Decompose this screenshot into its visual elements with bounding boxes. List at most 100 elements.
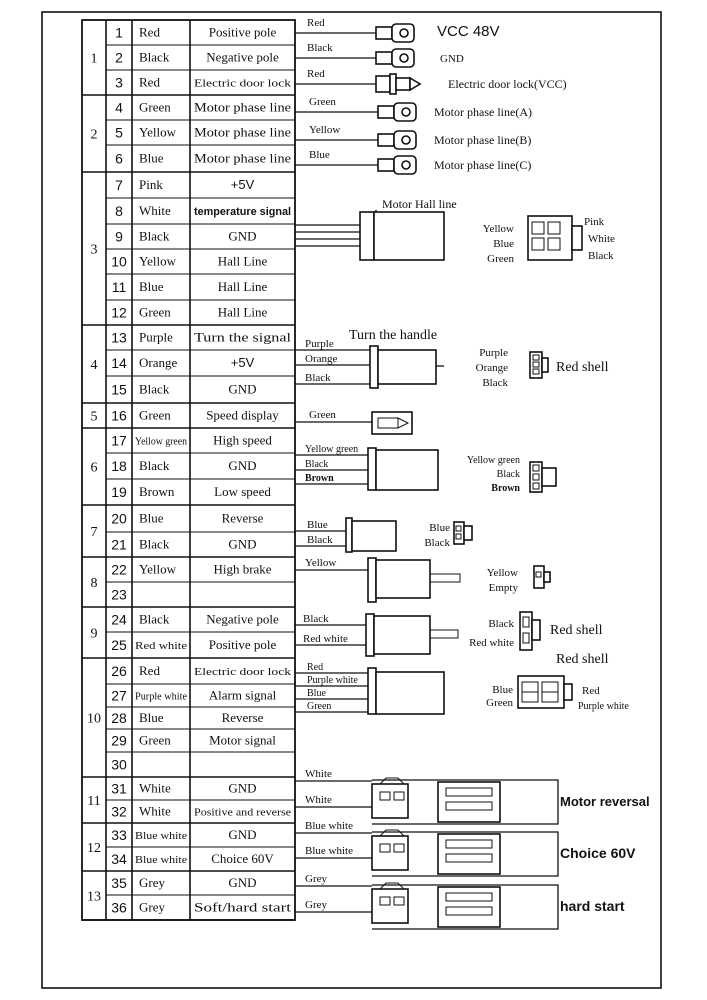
wire-color-label: Orange — [139, 355, 177, 370]
power-label: VCC 48V — [437, 23, 500, 40]
pin-number: 28 — [111, 710, 127, 726]
pin-number: 16 — [111, 408, 127, 424]
wire-color-label: Green — [139, 733, 171, 748]
switch-label: Choice 60V — [560, 845, 636, 861]
handle-title: Turn the handle — [349, 328, 437, 343]
wire-color-label: White — [139, 804, 171, 819]
three-speed-plug-latch — [541, 467, 557, 487]
wire-color-label: Blue white — [135, 831, 188, 842]
reverse-plug-latch — [463, 525, 473, 541]
group-number: 3 — [91, 243, 98, 258]
pin-function-label: Positive pole — [209, 637, 277, 652]
ring-terminal-neck — [375, 26, 393, 40]
power-label: Electric door lock(VCC) — [448, 77, 567, 91]
hall-connector-body — [373, 211, 445, 261]
wire-color-label: White — [139, 203, 171, 218]
group-number: 13 — [87, 890, 101, 905]
three-speed-plug-label: Black — [497, 469, 520, 480]
pin-number: 18 — [111, 458, 127, 474]
wire-color-label: Blue — [139, 710, 164, 725]
pin-number: 22 — [111, 562, 127, 578]
pin-function-label: Hall Line — [218, 279, 268, 294]
pin-function-label: Reverse — [222, 511, 264, 526]
pin-number: 20 — [111, 511, 127, 527]
hall-wire-label: Yellow — [483, 223, 514, 235]
wire-color-label: Grey — [305, 899, 327, 911]
handle-plug-latch — [541, 357, 549, 373]
hall-connector-collar — [359, 211, 375, 261]
pin-number: 19 — [111, 484, 127, 500]
wire-color-label: Blue — [139, 151, 164, 166]
brake-body — [375, 559, 431, 599]
three-speed-plug-label: Yellow green — [467, 455, 520, 466]
switch-connector-pin — [393, 896, 405, 906]
pin-function-label: Electric door lock — [194, 666, 292, 678]
pin-number: 30 — [111, 757, 127, 773]
shell-label: Red shell — [556, 652, 609, 667]
pin-function-label: Hall Line — [218, 305, 268, 320]
wire-color-label: Orange — [305, 353, 337, 365]
pin-number: 11 — [112, 279, 127, 295]
three-speed-plug — [529, 461, 543, 493]
pin-number: 32 — [111, 804, 127, 820]
wire-color-label: Yellow — [305, 557, 336, 569]
pin-number: 21 — [111, 537, 127, 553]
reverse-body — [351, 520, 397, 552]
wire-color-label: Red — [307, 68, 325, 80]
wire-color-label: Purple — [305, 338, 334, 350]
handle-plug-label: Black — [482, 377, 508, 389]
group-number: 11 — [87, 794, 100, 809]
ring-terminal-hole — [401, 107, 411, 117]
switch-connector-pin — [393, 843, 405, 853]
battery-collar — [365, 613, 375, 657]
pin-number: 24 — [111, 612, 127, 628]
alarm-plug-latch — [563, 683, 573, 701]
wire-color-label: Black — [307, 42, 333, 54]
pin-function-label: GND — [228, 875, 256, 890]
handle-plug-label: Orange — [476, 362, 508, 374]
pin-number: 4 — [115, 100, 123, 116]
group-number: 12 — [87, 841, 101, 856]
wire-color-label: Green — [139, 305, 171, 320]
ring-terminal-hole — [401, 160, 411, 170]
pin-number: 13 — [111, 330, 127, 346]
ring-terminal-neck — [377, 158, 395, 172]
pin-number: 8 — [115, 203, 123, 219]
pin-function-label: temperature signal — [194, 206, 291, 218]
switch-connector-pin — [379, 843, 391, 853]
wire-color-label: Black — [139, 537, 170, 552]
group-number: 9 — [91, 627, 98, 642]
pin-function-label: Negative pole — [206, 612, 279, 627]
hall-plug-pin — [547, 221, 561, 235]
pin-function-label: Motor phase line — [194, 125, 291, 140]
hall-plug-pin — [547, 237, 561, 251]
switch-mate-bar — [445, 892, 493, 902]
switch-label: hard start — [560, 898, 625, 914]
wire-color-label: Black — [139, 50, 170, 65]
ring-terminal-neck — [377, 105, 395, 119]
pin-function-label: Motor signal — [209, 733, 276, 748]
group-number: 8 — [91, 576, 98, 591]
wire-color-label: Grey — [139, 900, 165, 915]
brake-plug-pin — [535, 571, 542, 578]
phase-label: Motor phase line(A) — [434, 105, 532, 119]
pin-number: 36 — [111, 900, 127, 916]
switch-mate-bar — [445, 839, 493, 849]
hall-wire-label: Pink — [584, 216, 605, 228]
battery-plug — [519, 611, 533, 651]
reverse-plug-pin — [455, 525, 462, 532]
handle-plug-pin — [532, 361, 540, 368]
group-number: 7 — [91, 525, 98, 540]
power-label: GND — [440, 53, 464, 65]
pin-function-label: Positive pole — [209, 25, 277, 40]
hall-plug-latch — [571, 225, 583, 251]
pin-number: 35 — [111, 875, 127, 891]
wire-color-label: Yellow green — [135, 437, 187, 448]
pin-number: 31 — [111, 781, 127, 797]
alarm-plug-label: Purple white — [578, 701, 629, 712]
battery-tail — [429, 629, 459, 639]
outer-frame — [41, 11, 662, 989]
hall-plug-pin — [531, 221, 545, 235]
switch-label: Motor reversal — [560, 794, 650, 809]
